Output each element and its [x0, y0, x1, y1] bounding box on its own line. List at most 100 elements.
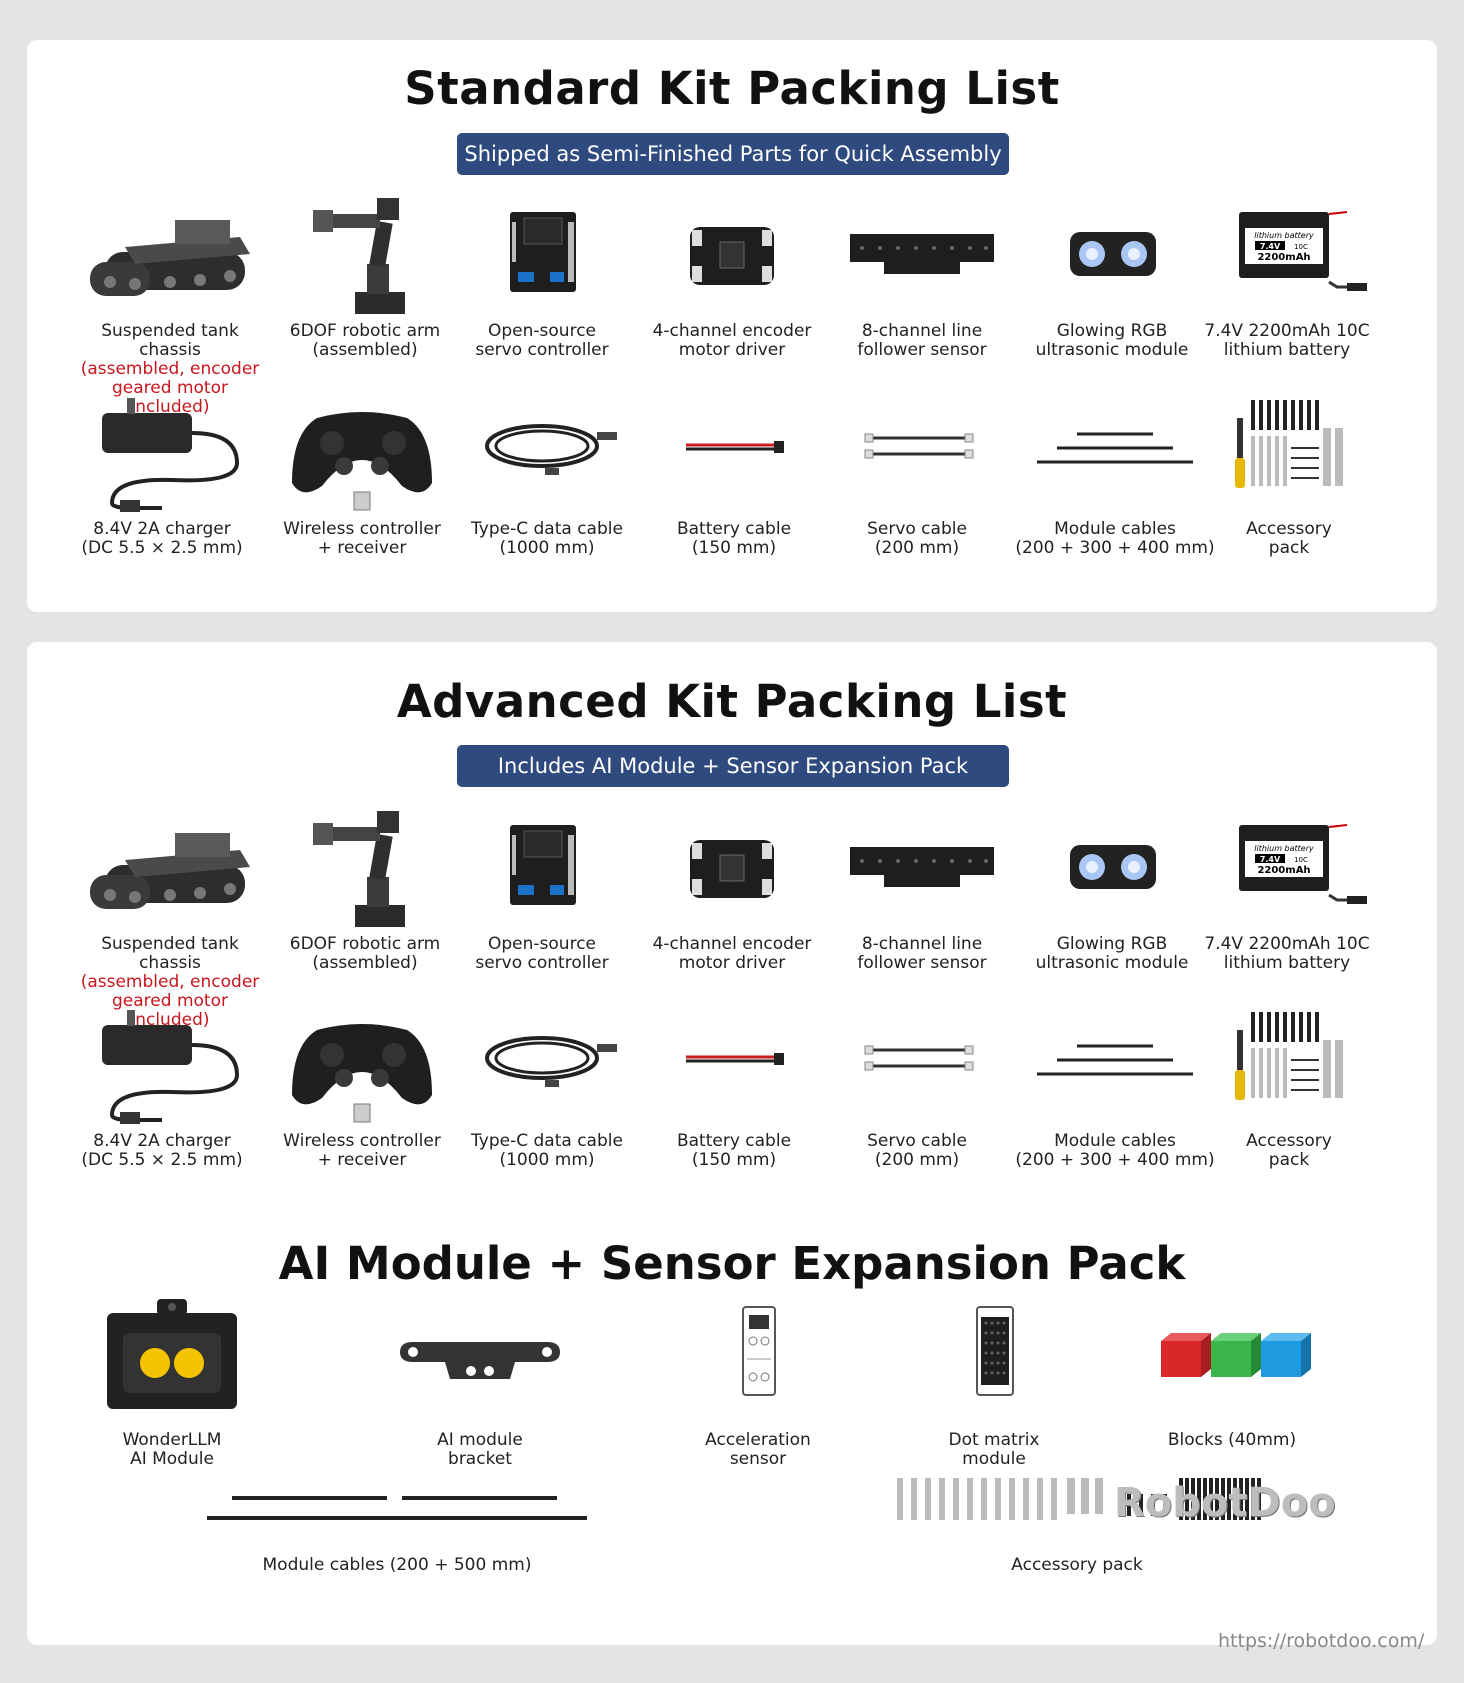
item-label: Type-C data cable — [471, 1131, 623, 1151]
item-label: Wireless controller — [283, 519, 441, 539]
module-cables-icon — [1037, 432, 1193, 464]
item-usb-cable: Type-C data cable (1000 mm) — [452, 388, 642, 558]
item-label-sub: (200 mm) — [874, 1150, 960, 1170]
item-label: 6DOF robotic arm — [289, 321, 441, 341]
item-label-note: (assembled, encoder — [80, 972, 260, 992]
item-label-sub: follower sensor — [857, 340, 987, 360]
robotic-arm-icon — [313, 811, 405, 927]
item-label-sub: (150 mm) — [691, 538, 777, 558]
battery-text-3: 10C — [1294, 856, 1308, 864]
item-label: Accessory pack — [1011, 1555, 1143, 1575]
battery-text-4: 2200mAh — [1257, 252, 1310, 263]
robotic-arm-icon — [313, 198, 405, 314]
item-accessory-pack-large: Accessory pack — [867, 1428, 1287, 1575]
battery-text-3: 10C — [1294, 243, 1308, 251]
item-module-cables: Module cables (200 + 300 + 400 mm) — [1015, 388, 1215, 558]
brand-watermark: RobotDoo — [1114, 1480, 1336, 1526]
item-label-sub: ultrasonic module — [1035, 340, 1189, 360]
item-line-sensor: 8-channel line follower sensor — [827, 192, 1017, 360]
item-label: Blocks (40mm) — [1167, 1430, 1297, 1450]
battery-text-1: lithium battery — [1254, 231, 1314, 240]
item-label-sub: lithium battery — [1223, 340, 1351, 360]
servo-cable-icon — [864, 433, 974, 459]
item-label-sub: ultrasonic module — [1035, 953, 1189, 973]
expansion-pack-title: AI Module + Sensor Expansion Pack — [278, 1237, 1186, 1290]
item-label: 8-channel line — [861, 934, 983, 954]
servo-cable-icon — [864, 1045, 974, 1071]
item-label: 8-channel line — [861, 321, 983, 341]
item-label-sub: module — [962, 1449, 1026, 1469]
bracket-icon — [400, 1342, 560, 1379]
item-servo-controller: Open-source servo controller — [447, 192, 637, 360]
item-battery-cable: Battery cable (150 mm) — [639, 388, 829, 558]
standard-kit-title: Standard Kit Packing List — [404, 62, 1060, 115]
item-label-sub: pack — [1268, 538, 1310, 558]
gamepad-icon — [292, 412, 432, 511]
item-label-sub: (assembled) — [312, 953, 418, 973]
item-label-sub: (200 + 300 + 400 mm) — [1015, 538, 1215, 558]
item-label: Battery cable — [676, 1131, 792, 1151]
item-label: Accessory — [1246, 1131, 1332, 1151]
item-label: Dot matrix — [948, 1430, 1040, 1450]
item-robotic-arm: 6DOF robotic arm (assembled) — [270, 192, 460, 360]
item-ai-bracket: AI module bracket — [385, 1297, 575, 1469]
item-label-sub: + receiver — [317, 538, 407, 558]
item-tank-chassis: Suspended tank chassis (assembled, encod… — [75, 805, 265, 1030]
motor-driver-icon — [690, 227, 774, 285]
item-label-sub: (200 + 300 + 400 mm) — [1015, 1150, 1215, 1170]
item-label: Module cables — [1054, 519, 1176, 539]
item-battery-cable: Battery cable (150 mm) — [639, 1000, 829, 1170]
acceleration-sensor-icon — [742, 1306, 776, 1396]
item-label: Servo cable — [867, 519, 967, 539]
item-line-sensor: 8-channel line follower sensor — [827, 805, 1017, 973]
accessory-pack-large-icon — [897, 1478, 1261, 1520]
item-label-sub: pack — [1268, 1150, 1310, 1170]
item-module-cables-long: Module cables (200 + 500 mm) — [197, 1484, 597, 1575]
item-label: Open-source — [488, 934, 596, 954]
battery-text-2: 7.4V — [1260, 855, 1281, 864]
item-label-sub: servo controller — [475, 953, 609, 973]
charger-icon — [102, 1010, 240, 1124]
item-label-sub: (1000 mm) — [499, 1150, 595, 1170]
item-blocks: Blocks (40mm) — [1137, 1297, 1327, 1450]
item-charger: 8.4V 2A charger (DC 5.5 × 2.5 mm) — [67, 1000, 257, 1170]
item-label-sub: sensor — [729, 1449, 787, 1469]
item-acceleration-sensor: Acceleration sensor — [663, 1297, 853, 1469]
battery-text-1: lithium battery — [1254, 844, 1314, 853]
item-label-sub: + receiver — [317, 1150, 407, 1170]
motor-driver-icon — [690, 840, 774, 898]
item-label: AI module — [437, 1430, 523, 1450]
item-label-sub: bracket — [448, 1449, 512, 1469]
usb-cable-icon — [485, 424, 617, 475]
tank-chassis-icon — [90, 833, 250, 909]
item-usb-cable: Type-C data cable (1000 mm) — [452, 1000, 642, 1170]
battery-icon: lithium battery 7.4V 10C 2200mAh — [1239, 211, 1367, 291]
servo-controller-icon — [510, 212, 576, 292]
battery-cable-icon — [686, 1053, 784, 1065]
item-module-cables: Module cables (200 + 300 + 400 mm) — [1015, 1000, 1215, 1170]
item-gamepad: Wireless controller + receiver — [267, 1000, 457, 1170]
item-label: Open-source — [488, 321, 596, 341]
item-label: 7.4V 2200mAh 10C — [1204, 934, 1370, 954]
item-label: Suspended tank chassis — [101, 934, 239, 973]
item-label-sub: (DC 5.5 × 2.5 mm) — [81, 1150, 243, 1170]
item-battery: lithium battery 7.4V 10C 2200mAh 7.4V 22… — [1192, 805, 1382, 973]
item-label: WonderLLM — [122, 1430, 222, 1450]
item-label: Module cables (200 + 500 mm) — [262, 1555, 532, 1575]
advanced-kit-title: Advanced Kit Packing List — [396, 675, 1068, 728]
blocks-icon — [1161, 1333, 1311, 1377]
item-accessory-pack: Accessory pack — [1194, 388, 1384, 558]
item-label: 6DOF robotic arm — [289, 934, 441, 954]
item-label: Acceleration — [705, 1430, 811, 1450]
dot-matrix-icon — [976, 1306, 1014, 1396]
item-label: Accessory — [1246, 519, 1332, 539]
item-charger: 8.4V 2A charger (DC 5.5 × 2.5 mm) — [67, 388, 257, 558]
item-servo-cable: Servo cable (200 mm) — [822, 388, 1012, 558]
advanced-kit-panel: Advanced Kit Packing List Includes AI Mo… — [27, 642, 1437, 1645]
item-label-sub: (1000 mm) — [499, 538, 595, 558]
accessory-pack-icon — [1235, 1012, 1343, 1100]
item-servo-cable: Servo cable (200 mm) — [822, 1000, 1012, 1170]
item-label: Battery cable — [676, 519, 792, 539]
item-ultrasonic-module: Glowing RGB ultrasonic module — [1017, 805, 1207, 973]
advanced-kit-banner: Includes AI Module + Sensor Expansion Pa… — [457, 745, 1009, 787]
